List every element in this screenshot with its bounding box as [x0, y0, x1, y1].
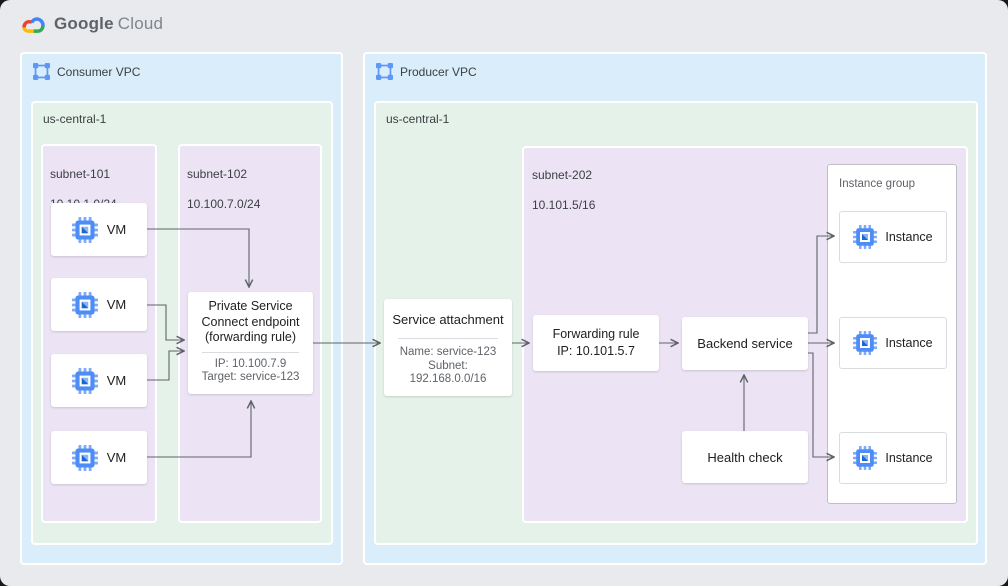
- backend-service-title: Backend service: [697, 336, 793, 351]
- producer-vpc-label: Producer VPC: [400, 64, 477, 79]
- compute-chip-icon: [71, 216, 98, 243]
- health-check-title: Health check: [707, 449, 783, 465]
- forwarding-rule-node: Forwarding rule IP: 10.101.5.7: [533, 315, 659, 371]
- service-attachment-title: Service attachment: [392, 312, 504, 327]
- compute-chip-icon: [853, 225, 878, 249]
- consumer-vpc-header: Consumer VPC: [33, 63, 140, 80]
- psc-endpoint-title: Private Service Connect endpoint (forwar…: [201, 299, 300, 344]
- vm-node-3: VM: [51, 354, 147, 407]
- subnet-202-name: subnet-202: [532, 168, 593, 182]
- vm-node-4: VM: [51, 431, 147, 484]
- instance-node-1: Instance: [839, 211, 947, 263]
- subnet-102-label: subnet-102 10.100.7.0/24: [187, 152, 260, 212]
- vm-label: VM: [106, 450, 127, 465]
- divider: [201, 351, 300, 353]
- subnet-102-name: subnet-102: [187, 167, 248, 181]
- google-cloud-logo-icon: [20, 13, 47, 34]
- compute-chip-icon: [853, 446, 878, 470]
- consumer-region-label: us-central-1: [43, 112, 107, 126]
- instance-label: Instance: [885, 451, 933, 465]
- compute-chip-icon: [853, 331, 878, 355]
- psc-endpoint-target: Target: service-123: [201, 371, 300, 383]
- backend-service-node: Backend service: [682, 317, 808, 370]
- vm-label: VM: [106, 297, 127, 312]
- vpc-network-icon: [376, 63, 393, 80]
- vm-node-1: VM: [51, 203, 147, 256]
- instance-group-container: Instance group Instance: [827, 164, 957, 504]
- instance-label: Instance: [885, 230, 933, 244]
- psc-endpoint-node: Private Service Connect endpoint (forwar…: [188, 292, 313, 394]
- logo-brand-text: Google: [54, 13, 114, 33]
- subnet-202-cidr: 10.101.5/16: [532, 198, 596, 212]
- logo-product-text: Cloud: [117, 13, 164, 33]
- vm-node-2: VM: [51, 278, 147, 331]
- instance-node-2: Instance: [839, 317, 947, 369]
- divider: [398, 338, 498, 339]
- instance-label: Instance: [885, 336, 933, 350]
- health-check-node: Health check: [682, 431, 808, 483]
- forwarding-rule-ip: IP: 10.101.5.7: [557, 344, 635, 358]
- producer-vpc-header: Producer VPC: [376, 63, 477, 80]
- instance-group-label: Instance group: [839, 178, 916, 190]
- subnet-101-name: subnet-101: [50, 167, 111, 181]
- service-attachment-name: Name: service-123: [399, 346, 497, 358]
- compute-chip-icon: [71, 367, 98, 394]
- producer-region-label: us-central-1: [386, 112, 450, 126]
- compute-chip-icon: [71, 291, 98, 318]
- service-attachment-subnet: Subnet: 192.168.0.0/16: [409, 359, 487, 386]
- compute-chip-icon: [71, 444, 98, 471]
- vm-label: VM: [106, 373, 127, 388]
- forwarding-rule-title: Forwarding rule: [552, 326, 640, 341]
- instance-node-3: Instance: [839, 432, 947, 484]
- psc-endpoint-ip: IP: 10.100.7.9: [214, 357, 287, 370]
- vpc-network-icon: [33, 63, 50, 80]
- subnet-202-label: subnet-202 10.101.5/16: [532, 153, 595, 213]
- subnet-102-cidr: 10.100.7.0/24: [187, 197, 261, 211]
- consumer-vpc-label: Consumer VPC: [57, 64, 141, 79]
- service-attachment-node: Service attachment Name: service-123 Sub…: [384, 299, 512, 396]
- vm-label: VM: [106, 222, 127, 237]
